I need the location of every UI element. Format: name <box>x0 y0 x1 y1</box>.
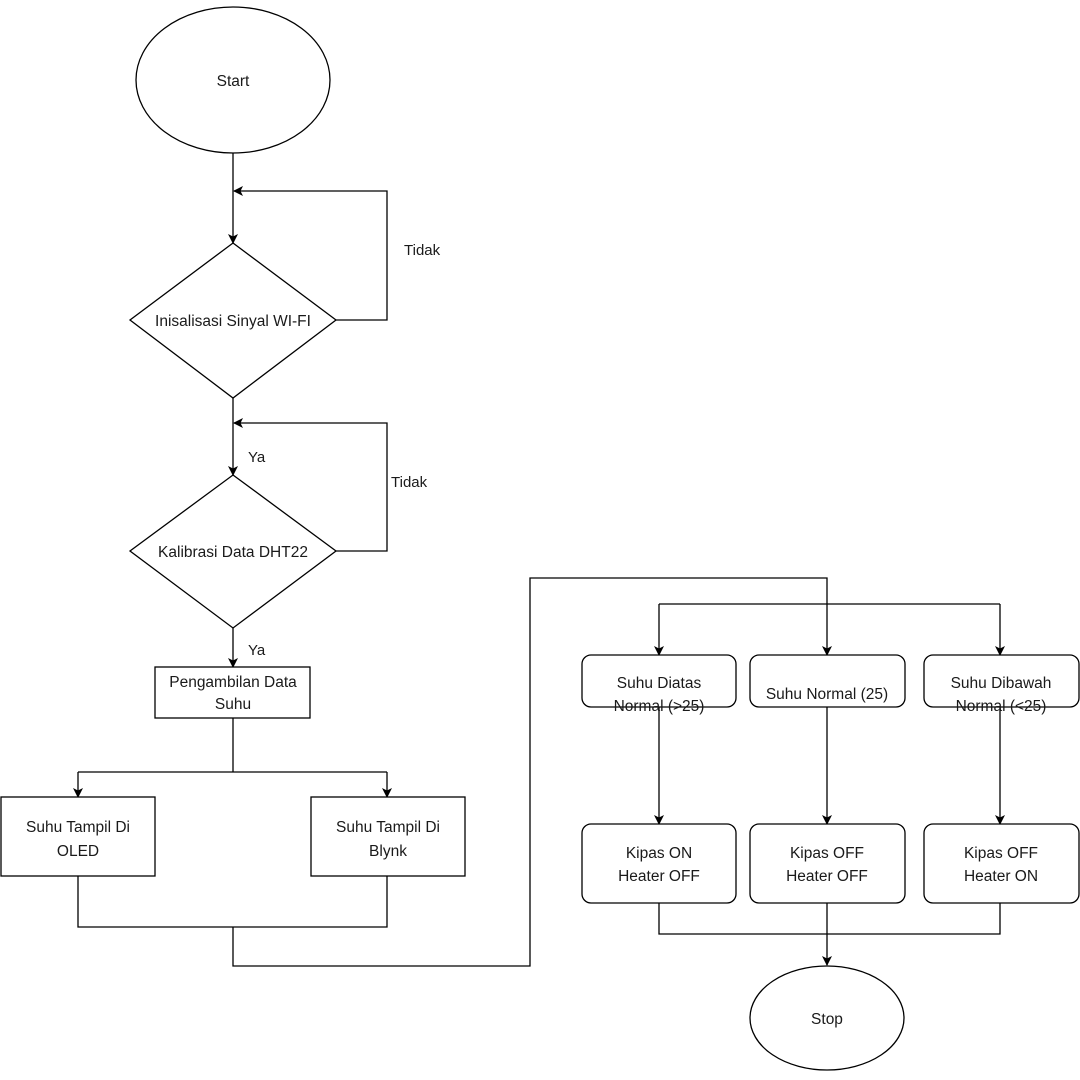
blynk-label-line2: Blynk <box>369 843 407 860</box>
kipas-off-heater-off-node: Kipas OFF Heater OFF <box>749 823 906 904</box>
wifi-decision-label: Inisalisasi Sinyal WI-FI <box>155 313 311 330</box>
suhu-dibawah-line1: Suhu Dibawah <box>951 675 1052 692</box>
edge-kalibrasi-loop <box>233 418 388 552</box>
label-kalibrasi-no: Tidak <box>391 474 428 491</box>
kipas-off-heater-on-node: Kipas OFF Heater ON <box>923 823 1080 904</box>
stop-node: Stop <box>749 965 905 1071</box>
suhu-diatas-node: Suhu Diatas Normal (>25) <box>581 654 737 715</box>
edge-route-right <box>232 577 828 967</box>
oled-label-line1: Suhu Tampil Di <box>26 819 130 836</box>
wifi-decision: Inisalisasi Sinyal WI-FI <box>128 242 338 399</box>
kipas-off-heater-on-line2: Heater ON <box>964 868 1038 885</box>
kipas-off-heater-on-line1: Kipas OFF <box>964 845 1038 862</box>
label-wifi-yes: Ya <box>248 449 266 466</box>
kalibrasi-decision-label: Kalibrasi Data DHT22 <box>158 544 308 561</box>
kipas-off-heater-off-line2: Heater OFF <box>786 868 868 885</box>
kalibrasi-decision: Kalibrasi Data DHT22 <box>128 474 338 629</box>
kipas-off-heater-off-line1: Kipas OFF <box>790 845 864 862</box>
kipas-on-heater-off-node: Kipas ON Heater OFF <box>581 823 737 904</box>
blynk-label-line1: Suhu Tampil Di <box>336 819 440 836</box>
suhu-dibawah-node: Suhu Dibawah Normal (<25) <box>923 654 1080 715</box>
oled-label-line2: OLED <box>57 843 99 860</box>
suhu-normal-node: Suhu Normal (25) <box>749 654 906 708</box>
suhu-dibawah-line2: Normal (<25) <box>956 698 1047 715</box>
label-wifi-no: Tidak <box>404 242 441 259</box>
suhu-normal-label: Suhu Normal (25) <box>766 686 888 703</box>
start-node: Start <box>135 6 331 154</box>
pengambilan-label-line2: Suhu <box>215 696 251 713</box>
edge-wifi-loop <box>233 186 388 321</box>
edge-actions-merge <box>658 903 1001 935</box>
pengambilan-process: Pengambilan Data Suhu <box>154 666 311 719</box>
oled-process: Suhu Tampil Di OLED <box>0 796 156 877</box>
edge-merge-outputs <box>77 876 388 928</box>
suhu-diatas-line1: Suhu Diatas <box>617 675 702 692</box>
stop-node-label: Stop <box>811 1011 843 1028</box>
blynk-process: Suhu Tampil Di Blynk <box>310 796 466 877</box>
label-kalibrasi-yes: Ya <box>248 642 266 659</box>
suhu-diatas-line2: Normal (>25) <box>614 698 705 715</box>
kipas-on-line1: Kipas ON <box>626 845 692 862</box>
pengambilan-label-line1: Pengambilan Data <box>169 674 297 691</box>
edges <box>73 153 1005 967</box>
start-node-label: Start <box>217 73 250 90</box>
kipas-on-line2: Heater OFF <box>618 868 700 885</box>
